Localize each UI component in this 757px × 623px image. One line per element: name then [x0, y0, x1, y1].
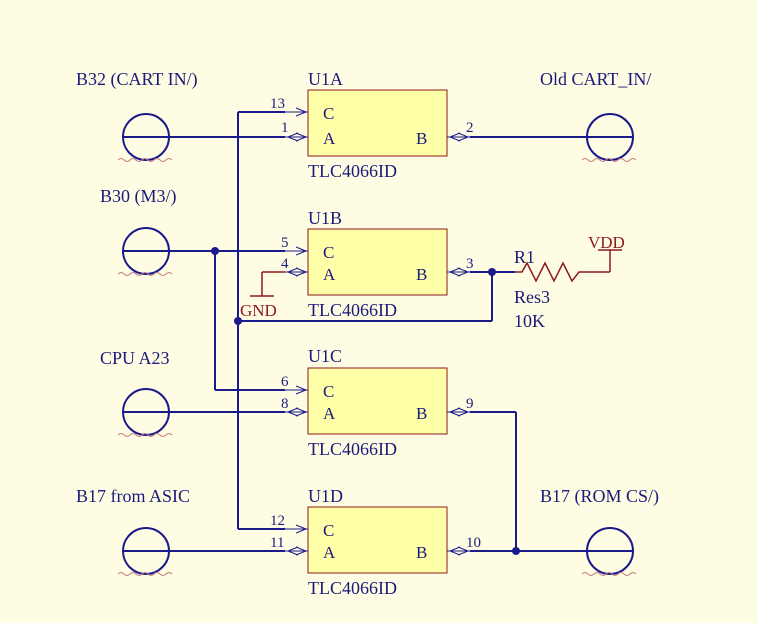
u1d-b-name: B: [416, 543, 427, 562]
port-b32-label: B32 (CART IN/): [76, 69, 198, 90]
u1b-pin-a: 4: [281, 256, 289, 272]
u1a-pin-b: 2: [466, 120, 474, 136]
u1c-pin-c: 6: [281, 374, 289, 390]
port-b17-rom-label: B17 (ROM CS/): [540, 486, 659, 507]
port-b30[interactable]: B30 (M3/): [100, 186, 177, 276]
junction-dot: [234, 317, 242, 325]
gate-u1a[interactable]: U1A TLC4066ID 13 1 2 C A B: [270, 69, 474, 181]
port-b32[interactable]: B32 (CART IN/): [76, 69, 198, 162]
gnd-symbol: GND: [240, 271, 285, 320]
u1b-part: TLC4066ID: [308, 300, 397, 320]
u1b-designator: U1B: [308, 208, 342, 228]
u1a-pin-a: 1: [281, 120, 289, 136]
resistor-r1: VDD R1 Res3 10K: [514, 233, 625, 331]
u1c-a-name: A: [323, 404, 336, 423]
gnd-label: GND: [240, 301, 277, 320]
port-b17-asic-label: B17 from ASIC: [76, 486, 190, 506]
u1d-designator: U1D: [308, 486, 343, 506]
junction-dot: [211, 247, 219, 255]
wires: [170, 111, 587, 555]
gate-u1c[interactable]: U1C TLC4066ID 6 8 9 C A B: [281, 346, 474, 459]
u1b-a-name: A: [323, 265, 336, 284]
u1c-part: TLC4066ID: [308, 439, 397, 459]
u1a-b-name: B: [416, 129, 427, 148]
port-b17-asic[interactable]: B17 from ASIC: [76, 486, 190, 576]
u1b-pin-b: 3: [466, 256, 474, 272]
vdd-label: VDD: [588, 233, 625, 252]
u1c-designator: U1C: [308, 346, 342, 366]
port-old-cart-label: Old CART_IN/: [540, 69, 651, 89]
u1d-pin-b: 10: [466, 535, 481, 551]
u1d-pin-a: 11: [270, 535, 284, 551]
ports: B32 (CART IN/) Old CART_IN/ B30 (M3/) CP…: [76, 69, 659, 576]
port-cpu-a23-label: CPU A23: [100, 348, 170, 368]
gate-u1d[interactable]: U1D TLC4066ID 12 11 10 C A B: [270, 486, 481, 598]
gate-u1b[interactable]: U1B TLC4066ID 5 4 3 C A B: [281, 208, 474, 320]
port-cpu-a23[interactable]: CPU A23: [100, 348, 173, 437]
port-b30-label: B30 (M3/): [100, 186, 177, 207]
port-old-cart-in[interactable]: Old CART_IN/: [540, 69, 651, 162]
u1a-a-name: A: [323, 129, 336, 148]
u1d-c-name: C: [323, 521, 334, 540]
u1d-a-name: A: [323, 543, 336, 562]
r1-value: 10K: [514, 311, 545, 331]
u1c-pin-a: 8: [281, 396, 289, 412]
r1-designator: R1: [514, 247, 535, 267]
u1d-pin-c: 12: [270, 513, 285, 529]
u1a-designator: U1A: [308, 69, 343, 89]
junction-dot: [512, 547, 520, 555]
r1-part: Res3: [514, 287, 550, 307]
u1a-part: TLC4066ID: [308, 161, 397, 181]
u1b-pin-c: 5: [281, 235, 289, 251]
u1a-c-name: C: [323, 104, 334, 123]
u1c-c-name: C: [323, 382, 334, 401]
u1a-pin-c: 13: [270, 96, 285, 112]
u1b-c-name: C: [323, 243, 334, 262]
port-b17-rom[interactable]: B17 (ROM CS/): [540, 486, 659, 576]
u1b-b-name: B: [416, 265, 427, 284]
u1c-pin-b: 9: [466, 396, 474, 412]
junction-dot: [488, 268, 496, 276]
u1d-part: TLC4066ID: [308, 578, 397, 598]
u1c-b-name: B: [416, 404, 427, 423]
